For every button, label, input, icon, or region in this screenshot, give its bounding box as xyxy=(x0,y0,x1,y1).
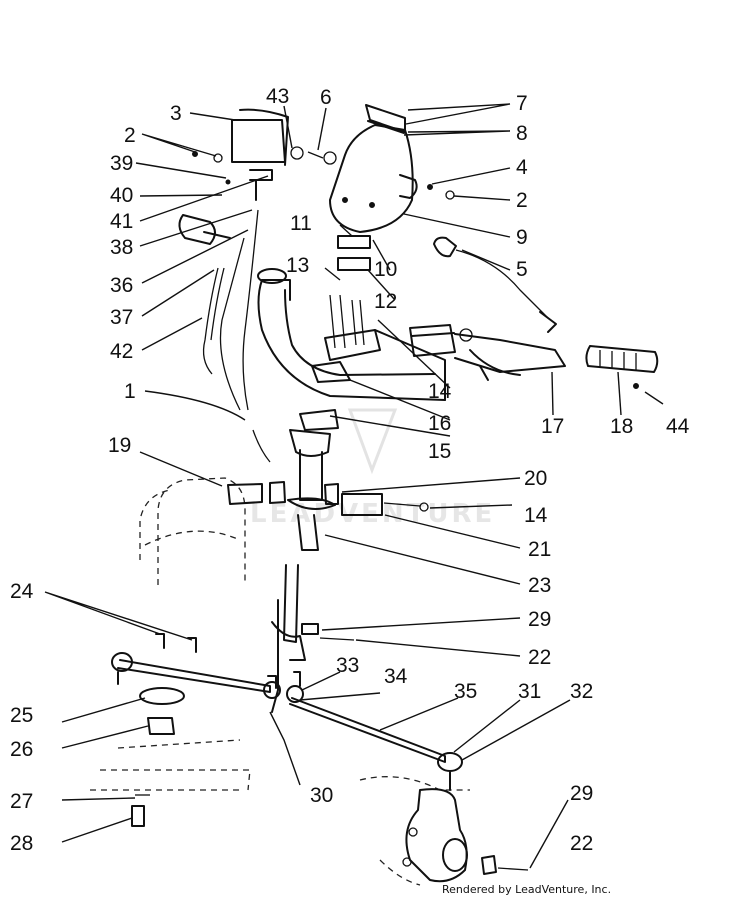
callout-36: 36 xyxy=(110,274,133,297)
callout-11: 11 xyxy=(290,212,312,235)
callout-29-lower: 29 xyxy=(570,782,593,805)
callout-2-right: 2 xyxy=(516,189,528,212)
callout-23: 23 xyxy=(528,574,551,597)
tie-rods[interactable] xyxy=(111,652,463,791)
callout-13: 13 xyxy=(286,254,309,277)
callout-32: 32 xyxy=(570,680,593,703)
callout-17: 17 xyxy=(541,415,564,438)
callout-24: 24 xyxy=(10,580,34,603)
callout-3: 3 xyxy=(170,102,182,125)
spindle[interactable] xyxy=(379,788,468,886)
left-grip[interactable] xyxy=(585,345,659,389)
callout-43: 43 xyxy=(266,85,289,108)
throttle-assembly[interactable] xyxy=(178,214,557,333)
steering-bushings[interactable] xyxy=(227,481,429,516)
callout-22-lower: 22 xyxy=(570,832,593,855)
handlebar-clamps[interactable] xyxy=(299,235,381,431)
callout-5: 5 xyxy=(516,258,528,281)
callout-19: 19 xyxy=(108,434,131,457)
small-hardware xyxy=(192,146,455,200)
callout-29-upper: 29 xyxy=(528,608,551,631)
callout-25: 25 xyxy=(10,704,33,727)
brake-master-cylinder[interactable] xyxy=(409,324,566,381)
speedometer[interactable] xyxy=(231,108,289,201)
steering-post[interactable] xyxy=(271,429,336,713)
callout-22-upper: 22 xyxy=(528,646,551,669)
callout-7: 7 xyxy=(516,92,528,115)
headlight-pod[interactable] xyxy=(329,104,418,233)
callout-37: 37 xyxy=(110,306,133,329)
callout-1: 1 xyxy=(124,380,136,403)
callout-20: 20 xyxy=(524,467,547,490)
cables xyxy=(202,209,271,463)
callouts: 2 3 39 40 41 38 36 37 42 1 43 6 7 8 4 2 … xyxy=(10,85,690,855)
callout-27: 27 xyxy=(10,790,33,813)
callout-16: 16 xyxy=(428,412,451,435)
callout-9: 9 xyxy=(516,226,528,249)
callout-41: 41 xyxy=(110,210,133,233)
callout-42: 42 xyxy=(110,340,133,363)
lower-bearing[interactable] xyxy=(131,633,197,827)
callout-2-left: 2 xyxy=(124,124,136,147)
leader-lines xyxy=(44,103,664,869)
callout-31: 31 xyxy=(518,680,541,703)
callout-35: 35 xyxy=(454,680,477,703)
rendered-by-credit: Rendered by LeadVenture, Inc. xyxy=(442,883,611,896)
callout-14-upper: 14 xyxy=(428,380,452,403)
callout-18: 18 xyxy=(610,415,633,438)
callout-6: 6 xyxy=(320,86,332,109)
callout-8: 8 xyxy=(516,122,528,145)
watermark: LEADVENTURE xyxy=(250,408,492,529)
steering-hardware[interactable] xyxy=(301,623,529,875)
callout-39: 39 xyxy=(110,152,133,175)
callout-40: 40 xyxy=(110,184,133,207)
callout-38: 38 xyxy=(110,236,133,259)
callout-30: 30 xyxy=(310,784,333,807)
callout-44: 44 xyxy=(666,415,690,438)
callout-10: 10 xyxy=(374,258,397,281)
callout-21: 21 xyxy=(528,538,551,561)
callout-14-lower: 14 xyxy=(524,504,548,527)
callout-4: 4 xyxy=(516,156,528,179)
callout-33: 33 xyxy=(336,654,359,677)
callout-34: 34 xyxy=(384,665,408,688)
callout-12: 12 xyxy=(374,290,397,313)
callout-15: 15 xyxy=(428,440,451,463)
callout-26: 26 xyxy=(10,738,33,761)
callout-28: 28 xyxy=(10,832,33,855)
